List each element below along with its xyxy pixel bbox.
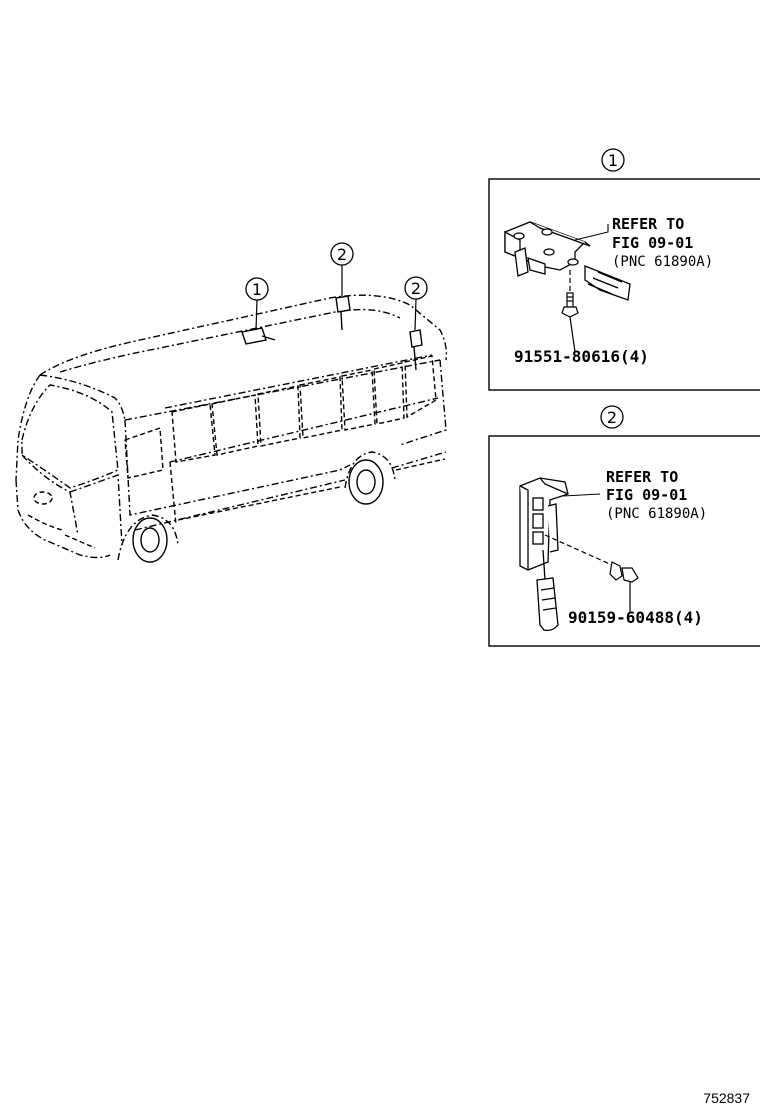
detail-panel-2: 2 REFER TO FIG 09-01 (PN: [488, 405, 760, 647]
detail-1-part-number[interactable]: 91551-80616(4): [514, 347, 649, 366]
svg-text:1: 1: [252, 280, 262, 299]
detail-2-part-number[interactable]: 90159-60488(4): [568, 608, 703, 627]
bus-illustration: [15, 294, 448, 563]
svg-text:2: 2: [337, 245, 347, 264]
detail-1-refer-line-2[interactable]: FIG 09-01: [612, 234, 693, 252]
figure-id: 752837: [703, 1090, 750, 1106]
bus-rear-vent: [409, 329, 423, 371]
bus-roof-vent-2: [335, 295, 351, 331]
detail-1-frame: [488, 178, 760, 391]
bus-callout-2b[interactable]: 2: [404, 276, 428, 331]
detail-2-refer-line-1: REFER TO: [606, 468, 678, 486]
svg-text:2: 2: [607, 408, 617, 427]
detail-1-refer-line-3[interactable]: (PNC 61890A): [612, 254, 713, 270]
detail-1-refer-line-1: REFER TO: [612, 215, 684, 233]
detail-1-bolt-drawing: [561, 270, 579, 353]
detail-2-screw-drawing: [544, 534, 639, 612]
detail-2-refer-line-2[interactable]: FIG 09-01: [606, 486, 687, 504]
detail-2-frame: [488, 435, 760, 647]
detail-2-callout[interactable]: 2: [600, 405, 624, 429]
svg-text:2: 2: [411, 279, 421, 298]
bus-roof-vent-1: [241, 327, 276, 345]
bus-callout-1[interactable]: 1: [245, 277, 269, 331]
detail-panel-1: 1 REFER TO: [488, 148, 760, 391]
detail-2-refer-line-3[interactable]: (PNC 61890A): [606, 506, 707, 522]
svg-text:1: 1: [608, 151, 618, 170]
detail-2-latch-drawing: [519, 477, 569, 632]
detail-1-callout[interactable]: 1: [601, 148, 625, 172]
bus-callout-2a[interactable]: 2: [330, 242, 354, 296]
